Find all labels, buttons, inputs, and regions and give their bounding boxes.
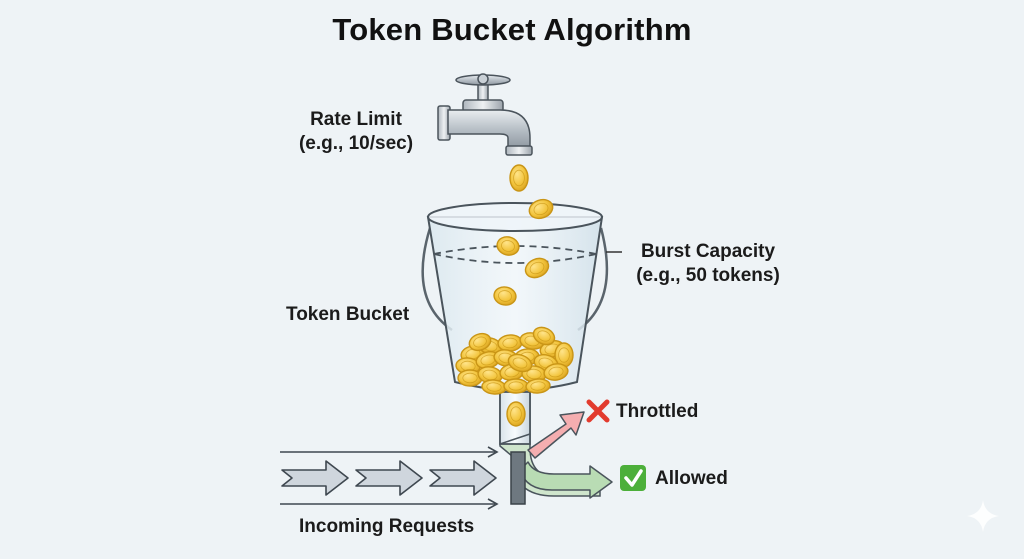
coin-rim	[462, 372, 478, 384]
coin-rim	[530, 381, 546, 391]
request-arrow	[281, 460, 349, 496]
coin-rim	[558, 347, 570, 363]
check-mark-icon	[620, 465, 646, 491]
allowed-label: Allowed	[655, 468, 728, 489]
faucet-icon	[437, 73, 533, 156]
coin-rim	[548, 366, 564, 378]
coin-rim	[512, 357, 528, 369]
allowed-arrow	[519, 461, 613, 499]
coin-icon	[506, 401, 526, 427]
coin-rim	[537, 330, 551, 342]
burst-capacity-example: (e.g., 50 tokens)	[636, 265, 780, 286]
coin-rim	[529, 261, 545, 275]
burst-capacity-label: Burst Capacity (e.g., 50 tokens)	[626, 240, 790, 288]
token-coins	[455, 164, 574, 427]
cross-mark-icon	[586, 399, 610, 423]
throttled-label: Throttled	[616, 401, 699, 422]
coin-icon	[509, 164, 529, 192]
coin-icon	[525, 378, 551, 394]
rate-limit-label: Rate Limit (e.g., 10/sec)	[288, 108, 424, 156]
coin-rim	[501, 240, 515, 252]
coin-rim	[508, 381, 524, 391]
coin-rim	[513, 169, 525, 187]
coin-icon	[468, 332, 492, 352]
rate-limit-example: (e.g., 10/sec)	[298, 133, 414, 154]
coin-rim	[510, 406, 522, 422]
burst-capacity-line	[433, 253, 597, 264]
rate-limit-name: Rate Limit	[310, 109, 402, 130]
incoming-requests-label: Incoming Requests	[299, 516, 475, 537]
incoming-requests-flow	[280, 446, 499, 510]
coin-icon	[528, 198, 554, 220]
coin-icon	[543, 363, 569, 381]
sparkle-icon	[967, 500, 999, 532]
coin-icon	[524, 257, 550, 279]
coin-rim	[526, 368, 542, 380]
request-arrow	[429, 460, 497, 496]
request-arrows	[281, 460, 497, 496]
bucket-handle	[421, 227, 453, 332]
coin-rim	[473, 336, 487, 348]
gate	[510, 451, 526, 505]
coin-rim	[533, 202, 549, 216]
token-bucket-label: Token Bucket	[286, 304, 410, 325]
coin-rim	[502, 337, 518, 349]
burst-capacity-name: Burst Capacity	[640, 241, 776, 262]
request-arrow	[355, 460, 423, 496]
coin-rim	[498, 290, 512, 302]
throttled-arrow	[527, 411, 585, 459]
coin-icon	[493, 286, 517, 306]
diagram-title: Token Bucket Algorithm	[332, 12, 692, 47]
coin-icon	[496, 236, 520, 256]
coin-rim	[486, 382, 502, 392]
coin-icon	[503, 378, 529, 394]
